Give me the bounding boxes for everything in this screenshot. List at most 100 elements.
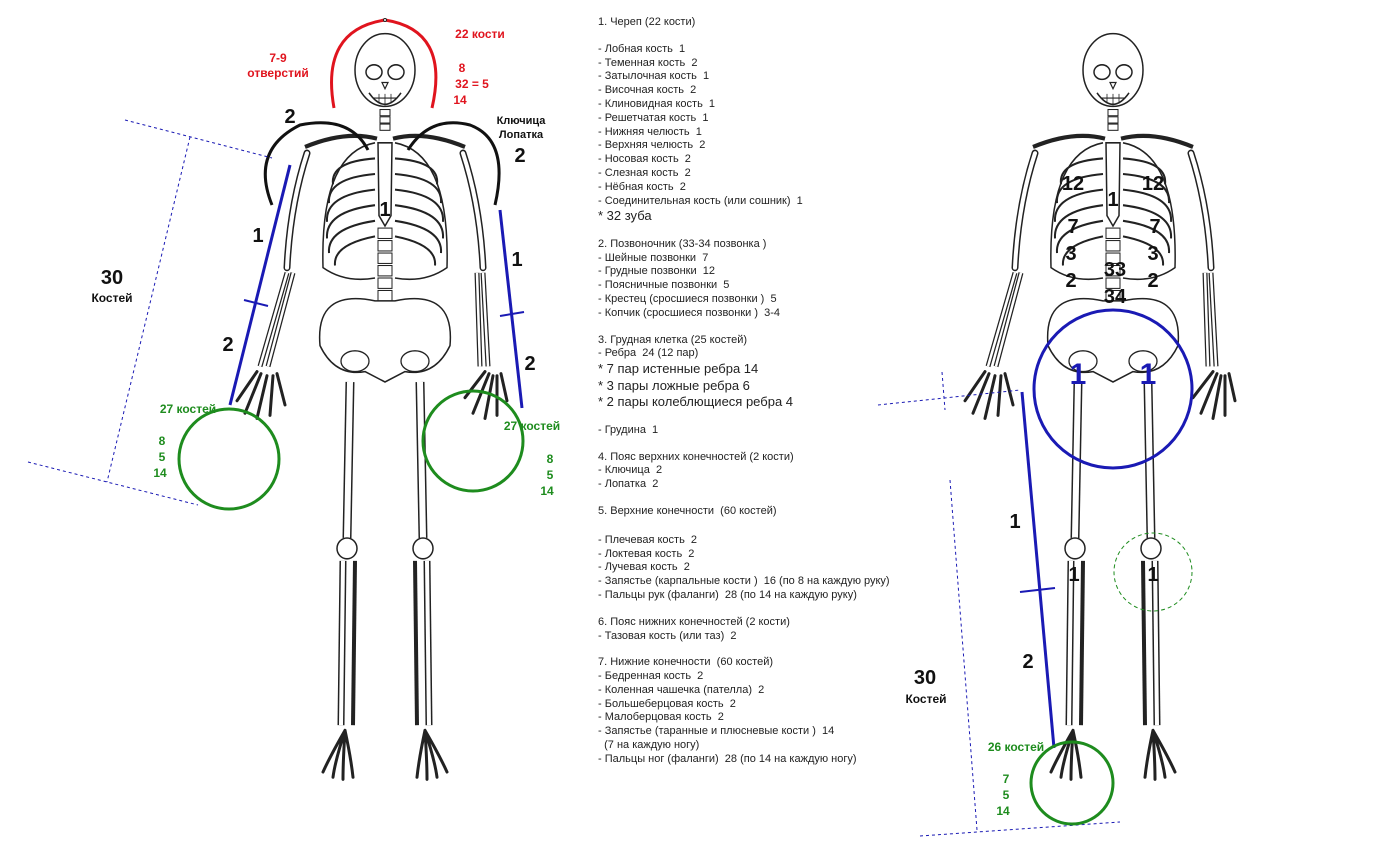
list-item: - Затылочная кость 1 xyxy=(598,70,710,83)
dashed-measure-right xyxy=(877,371,1121,837)
list-item: - Клиновидная кость 1 xyxy=(598,97,716,110)
list-item: - Поясничные позвонки 5 xyxy=(598,279,730,292)
teeth-note: * 32 зуба xyxy=(598,208,652,224)
shoulder-arc-right xyxy=(406,121,501,206)
hand-left-2: 5 xyxy=(159,450,166,464)
foot-count: 26 костей xyxy=(988,740,1044,754)
knee-r: 1 xyxy=(1147,564,1158,586)
list-item: - Пальцы рук (фаланги) 28 (по 14 на кажд… xyxy=(598,588,857,601)
list-item: - Крестец (сросшиеся позвонки ) 5 xyxy=(598,293,777,306)
list-item: - Ключица 2 xyxy=(598,464,663,477)
leg-total-label: Костей xyxy=(905,692,946,706)
list-item: - Слезная кость 2 xyxy=(598,166,691,179)
rib-note: * 3 пары ложные ребра 6 xyxy=(598,377,750,393)
list-item: - Коленная чашечка (пателла) 2 xyxy=(598,683,765,696)
right-forearm-num: 2 xyxy=(524,353,535,375)
list-item: - Лопатка 2 xyxy=(598,478,659,491)
hand-left-1: 8 xyxy=(159,434,166,448)
knee-circle xyxy=(1113,532,1193,612)
pelvis-r: 1 xyxy=(1140,358,1157,391)
shoulder-left-num: 2 xyxy=(284,106,295,128)
lower-limbs-title: 7. Нижние конечности (60 костей) xyxy=(598,656,774,669)
ribs-l-3: 3 xyxy=(1065,243,1076,265)
list-item: - Верхняя челюсть 2 xyxy=(598,139,706,152)
lower-girdle-title: 6. Пояс нижних конечностей (2 кости) xyxy=(598,615,790,628)
teeth-2: 32 = 5 xyxy=(455,77,489,91)
pelvis-l: 1 xyxy=(1070,358,1087,391)
teeth-3: 14 xyxy=(453,93,467,107)
skull-items: - Лобная кость 1 - Теменная кость 2 - За… xyxy=(598,43,958,225)
openings-1: 7-9 xyxy=(269,51,287,65)
ribs-l-12: 12 xyxy=(1062,173,1084,195)
rib-note: * 2 пары колеблющиеся ребра 4 xyxy=(598,394,794,410)
clavicle-label: Ключица xyxy=(497,115,547,127)
arm-total-label: Костей xyxy=(91,291,132,305)
list-item: - Нёбная кость 2 xyxy=(598,180,686,193)
ribs-r-7: 7 xyxy=(1149,216,1160,238)
shoulder-arc-left xyxy=(263,121,370,206)
list-item: - Запястье (карпальные кости ) 16 (по 8 … xyxy=(598,575,890,588)
hand-right-3: 14 xyxy=(540,484,554,498)
foot-3: 14 xyxy=(996,804,1010,818)
list-item: - Теменная кость 2 xyxy=(598,56,698,69)
arm-total: 30 xyxy=(101,267,123,289)
list-item: - Плечевая кость 2 xyxy=(598,533,698,546)
list-item: - Локтевая кость 2 xyxy=(598,547,695,560)
vert-33: 33 xyxy=(1104,259,1126,281)
spine-title: 2. Позвоночник (33-34 позвонка ) xyxy=(598,237,767,250)
list-item: - Носовая кость 2 xyxy=(598,153,691,166)
right-skeleton xyxy=(965,34,1235,780)
left-skeleton xyxy=(237,34,507,780)
list-item: - Решетчатая кость 1 xyxy=(598,111,709,124)
ribs-r-12: 12 xyxy=(1142,173,1164,195)
chest-title: 3. Грудная клетка (25 костей) xyxy=(598,333,748,346)
skull-title: 1. Череп (22 кости) xyxy=(598,16,696,28)
sternum-num: 1 xyxy=(379,199,390,221)
hand-circle-right xyxy=(421,389,525,493)
ribs-r-3: 3 xyxy=(1147,243,1158,265)
ribs-l-7: 7 xyxy=(1067,216,1078,238)
arm-line-left xyxy=(228,164,292,406)
foot-2: 5 xyxy=(1003,788,1010,802)
upper-girdle-title: 4. Пояс верхних конечностей (2 кости) xyxy=(598,450,794,463)
leg-total: 30 xyxy=(914,667,936,689)
hand-left-count: 27 костей xyxy=(160,402,216,416)
ribs-l-2: 2 xyxy=(1065,270,1076,292)
list-item: - Пальцы ног (фаланги) 28 (по 14 на кажд… xyxy=(598,752,857,765)
foot-circle xyxy=(1029,740,1115,826)
right-upper-arm-num: 1 xyxy=(511,249,522,271)
leg-line xyxy=(1020,391,1056,749)
vert-34: 34 xyxy=(1104,286,1127,308)
dashed-measure-left xyxy=(27,119,273,506)
hand-circle-left xyxy=(177,407,281,511)
pelvis-circle xyxy=(1032,308,1194,470)
hand-right-2: 5 xyxy=(547,468,554,482)
list-item: - Шейные позвонки 7 xyxy=(598,251,709,264)
list-item: - Лучевая кость 2 xyxy=(598,561,690,574)
list-item: - Нижняя челюсть 1 xyxy=(598,125,702,138)
skull-count: 22 кости xyxy=(455,27,505,41)
list-item: - Запястье (таранные и плюсневые кости )… xyxy=(598,725,835,738)
shoulder-right-num: 2 xyxy=(514,145,525,167)
hand-right-count: 27 костей xyxy=(504,419,560,433)
forearm-num: 2 xyxy=(222,334,233,356)
list-item: - Ребра 24 (12 пар) xyxy=(598,347,699,360)
right-sternum: 1 xyxy=(1107,189,1118,211)
foot-1: 7 xyxy=(1003,772,1010,786)
teeth-1: 8 xyxy=(459,61,466,75)
ribs-r-2: 2 xyxy=(1147,270,1158,292)
rib-note: * 7 пар истенные ребра 14 xyxy=(598,361,759,377)
knee-l: 1 xyxy=(1068,564,1079,586)
list-item: - Соединительная кость (или сошник) 1 xyxy=(598,194,803,207)
upper-arm-num: 1 xyxy=(252,225,263,247)
hand-right-1: 8 xyxy=(547,452,554,466)
scapula-label: Лопатка xyxy=(499,129,544,141)
list-item: - Грудные позвонки 12 xyxy=(598,265,715,278)
femur-num: 1 xyxy=(1009,511,1020,533)
list-item: - Малоберцовая кость 2 xyxy=(598,711,724,724)
upper-limbs-title: 5. Верхние конечности (60 костей) xyxy=(598,504,777,517)
sternum-item: - Грудина 1 xyxy=(598,423,659,436)
list-item: - Бедренная кость 2 xyxy=(598,670,704,683)
list-item: - Копчик (сросшиеся позвонки ) 3-4 xyxy=(598,306,781,319)
hand-left-3: 14 xyxy=(153,466,167,480)
